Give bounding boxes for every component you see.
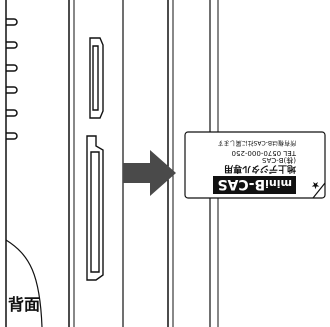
card-tel: TEL 0570-000-250: [231, 149, 296, 157]
side-label-back: 背面: [8, 295, 41, 314]
card-product-mini: mini: [265, 177, 292, 190]
card-asterisk: ★: [311, 179, 320, 190]
hinge-tabs: [6, 18, 18, 140]
sd-card-slot: [89, 37, 104, 119]
card-text-block: miniB-CAS ★ 地上デジタル専用 (株)B-CAS TEL 0570-0…: [186, 132, 326, 198]
insert-arrow: [123, 150, 176, 196]
bcas-card-slot: [86, 135, 104, 281]
card-product-label: miniB-CAS: [213, 176, 296, 194]
device-corner-curve: [5, 239, 43, 327]
card-product-bcas: B-CAS: [217, 176, 266, 192]
card-note: 所有権はB-CAS社に属します: [217, 139, 296, 146]
